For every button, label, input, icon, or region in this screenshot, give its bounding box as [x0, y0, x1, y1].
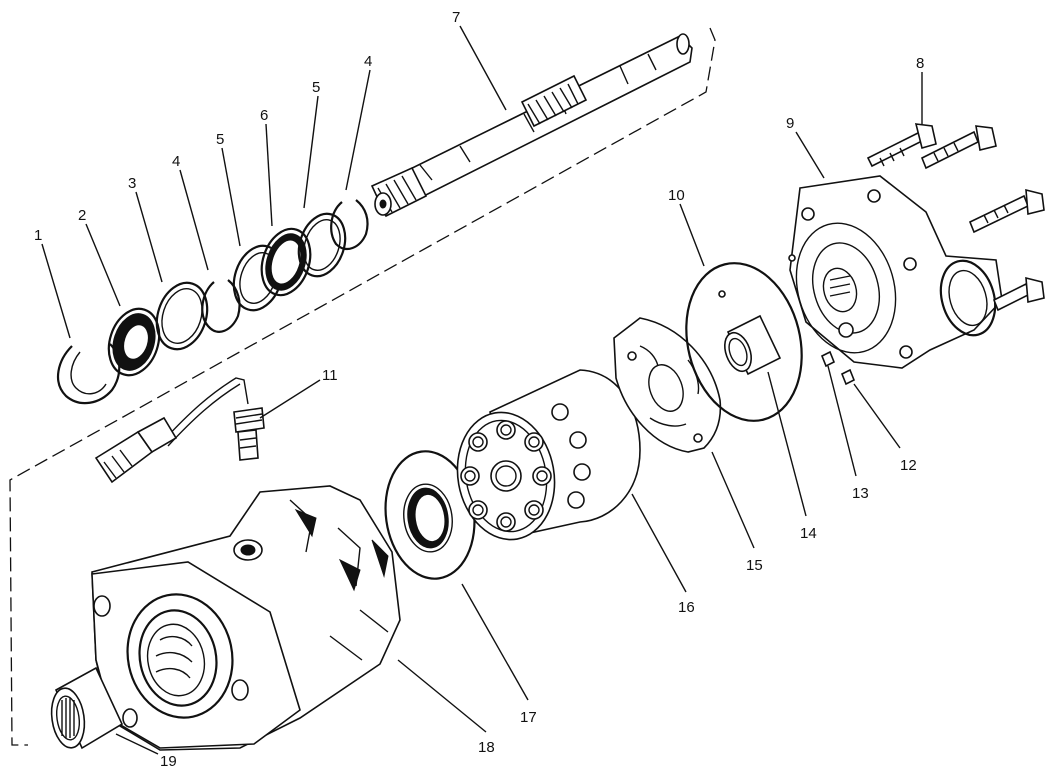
- leader-7: [459, 25, 507, 111]
- dowel-pin-12: [840, 368, 856, 386]
- callout-2: 2: [78, 207, 86, 224]
- leader-9: [795, 131, 825, 179]
- callout-7: 7: [452, 9, 460, 26]
- speed-sensor: [94, 377, 265, 484]
- thrust-plate-17: [384, 450, 476, 580]
- bolt-set-8: [866, 123, 1045, 312]
- leader-lines: [41, 25, 923, 755]
- leader-10: [679, 203, 705, 267]
- callout-12: 12: [900, 457, 917, 474]
- callout-labels: 1 2 3 4 5 6 5 4 7 8 9 10 11 12 13 14 15 …: [34, 9, 924, 770]
- end-cover-9: [788, 175, 1003, 369]
- leader-6: [265, 123, 273, 227]
- motor-housing: [91, 485, 401, 751]
- leader-16: [631, 493, 687, 593]
- leader-12: [853, 383, 901, 449]
- leader-19: [115, 733, 159, 755]
- leader-5a: [221, 147, 241, 247]
- callout-16: 16: [678, 599, 695, 616]
- piston-ring-set: [460, 403, 591, 532]
- leader-2: [85, 223, 121, 307]
- leader-14: [767, 371, 807, 517]
- retaining-ring-4-lower: [201, 279, 241, 333]
- callout-19: 19: [160, 753, 177, 770]
- retaining-ring-4-upper: [330, 199, 369, 251]
- assembly-axis-line: [9, 27, 716, 746]
- callout-1: 1: [34, 227, 42, 244]
- o-ring-10: [685, 262, 803, 422]
- bushing-14: [718, 290, 782, 376]
- callout-10: 10: [668, 187, 685, 204]
- callout-14: 14: [800, 525, 817, 542]
- needle-bearing-19: [50, 666, 124, 750]
- leader-5b: [303, 95, 319, 209]
- leader-15: [711, 451, 755, 549]
- callout-17: 17: [520, 709, 537, 726]
- leader-4b: [345, 69, 371, 191]
- callout-18: 18: [478, 739, 495, 756]
- callout-9: 9: [786, 115, 794, 132]
- cylinder-block-16: [456, 369, 641, 541]
- callout-4a: 4: [172, 153, 180, 170]
- callout-13: 13: [852, 485, 869, 502]
- callout-5a: 5: [216, 131, 224, 148]
- leader-18: [397, 659, 487, 733]
- callout-8: 8: [916, 55, 924, 72]
- callout-5b: 5: [312, 79, 320, 96]
- callout-15: 15: [746, 557, 763, 574]
- leader-11: [259, 379, 321, 419]
- leader-3: [135, 191, 163, 283]
- thrust-washer-5-upper: [297, 212, 347, 278]
- callout-3: 3: [128, 175, 136, 192]
- drive-shaft: [370, 33, 693, 218]
- leader-13: [827, 365, 857, 477]
- callout-4b: 4: [364, 53, 372, 70]
- washer-3: [155, 281, 209, 351]
- shaft-seal-2: [107, 307, 161, 377]
- leader-1: [41, 243, 71, 339]
- dowel-pin-13: [820, 350, 836, 368]
- leader-17: [461, 583, 529, 701]
- callout-11: 11: [322, 367, 338, 384]
- leader-4a: [179, 169, 209, 271]
- callout-6: 6: [260, 107, 268, 124]
